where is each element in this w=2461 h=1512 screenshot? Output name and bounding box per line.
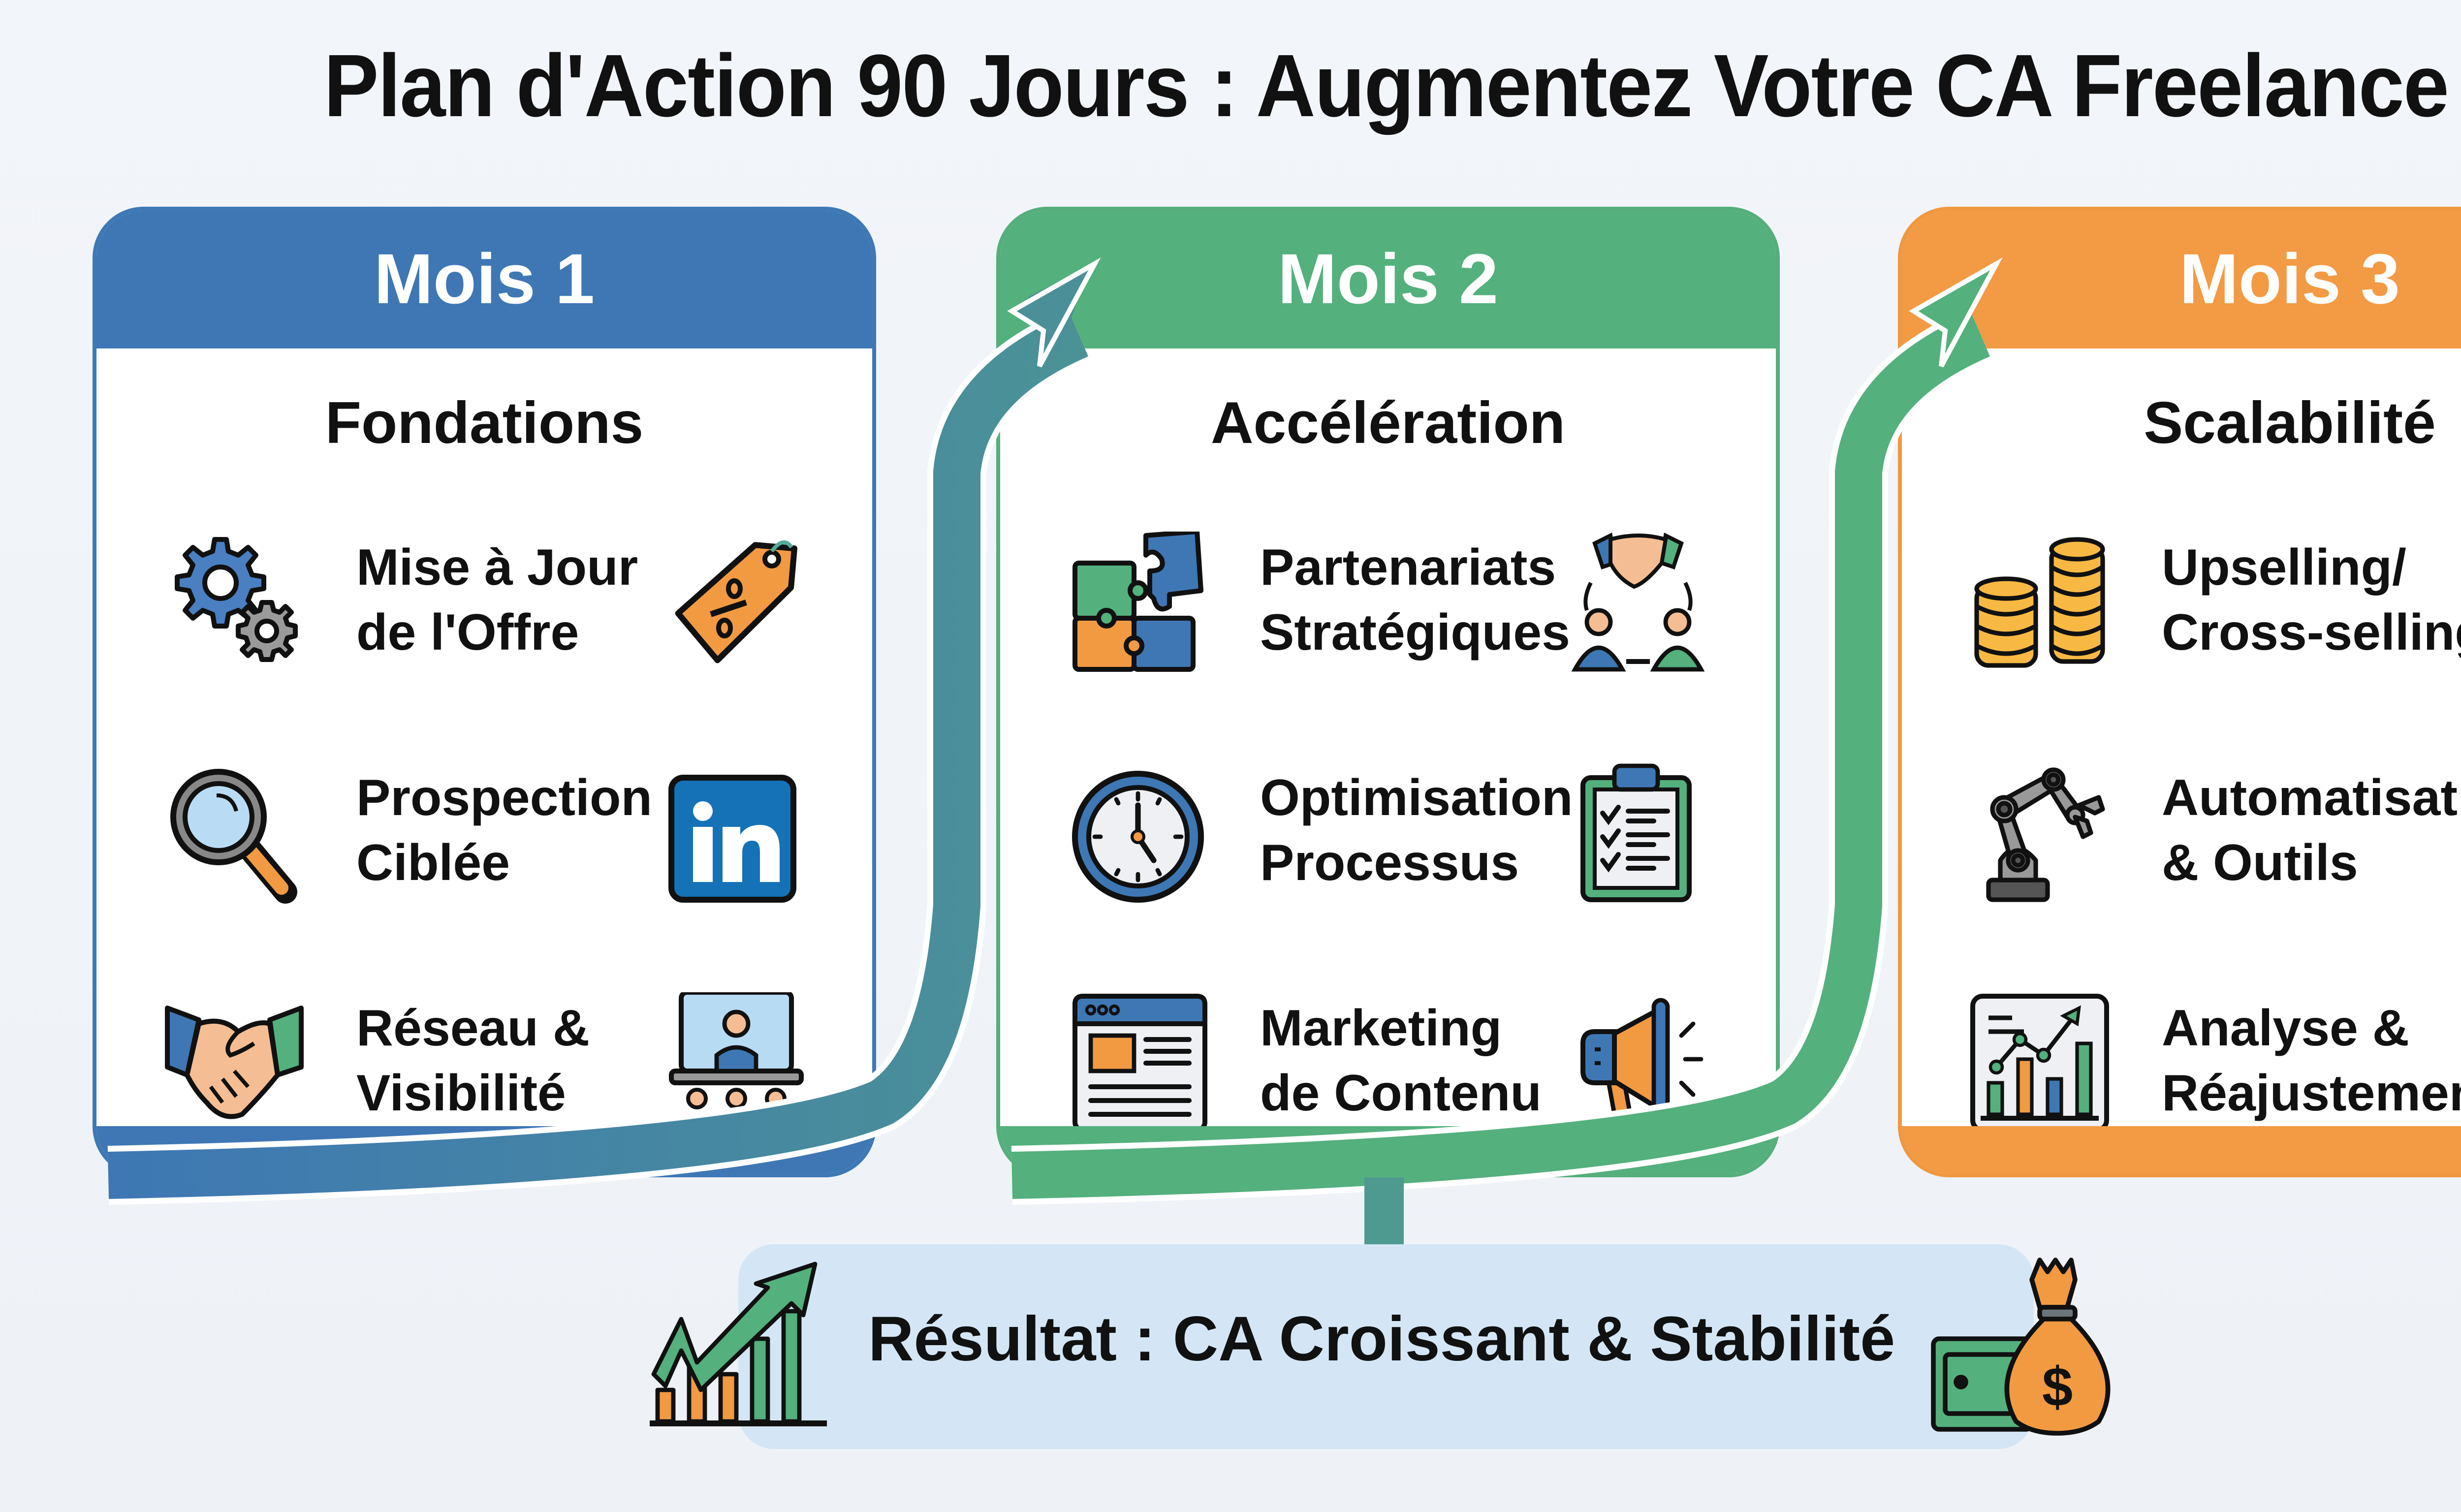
result-text: Résultat : CA Croissant & Stabilité [868, 1303, 1895, 1374]
dollar-sign: $ [2042, 1356, 2073, 1418]
handshake-icon [163, 992, 305, 1134]
linkedin-icon [663, 762, 805, 904]
web-article-icon [1067, 992, 1209, 1134]
card-footer-band [96, 1126, 872, 1173]
action-label: Automatisation& Outils [2162, 768, 2461, 892]
partners-handshake-icon [1567, 532, 1709, 673]
action-item: Automatisation& Outils [1906, 762, 2461, 939]
month-subtitle: Scalabilité [2144, 392, 2436, 457]
robot-arm-icon [1969, 762, 2111, 904]
action-item: Upselling/Cross-selling [1906, 532, 2461, 709]
gears-icon [163, 532, 305, 673]
month-header: Mois 2 [1000, 211, 1776, 348]
puzzle-pieces-icon [1067, 532, 1209, 673]
month-subtitle: Fondations [325, 392, 644, 457]
magnifying-glass-icon [163, 762, 305, 904]
growth-bar-chart-icon [650, 1260, 831, 1429]
connector-stem [1364, 1177, 1404, 1248]
month-subtitle: Accélération [1210, 392, 1566, 457]
coin-stacks-icon [1969, 532, 2111, 673]
action-label: Analyse &Réajustement [2162, 998, 2461, 1122]
clock-icon [1067, 762, 1209, 904]
month-body: Scalabilité Upsel [1906, 348, 2461, 1134]
month-card-2: Mois 2 Accélération [996, 207, 1780, 1177]
card-footer-band [1902, 1126, 2461, 1173]
price-tag-percent-icon [663, 532, 805, 673]
card-footer-band [1000, 1126, 1776, 1173]
action-label: Upselling/Cross-selling [2162, 537, 2461, 662]
month-header: Mois 3 [1902, 211, 2461, 348]
month-header: Mois 1 [96, 211, 872, 348]
checklist-clipboard-icon [1567, 762, 1709, 904]
analytics-chart-icon [1969, 992, 2111, 1134]
result-box: Résultat : CA Croissant & Stabilité [738, 1244, 2034, 1449]
page-title: Plan d'Action 90 Jours : Augmentez Votre… [323, 35, 2449, 136]
webinar-audience-icon [663, 992, 805, 1134]
month-card-3: Mois 3 Scalabilité [1898, 207, 2461, 1177]
money-bag-icon: $ [1929, 1256, 2126, 1437]
month-body: Accélération [1004, 348, 1772, 1134]
megaphone-icon [1567, 992, 1709, 1134]
action-label: Réseau &Visibilité [356, 998, 590, 1122]
action-item: Analyse &Réajustement [1906, 992, 2461, 1169]
